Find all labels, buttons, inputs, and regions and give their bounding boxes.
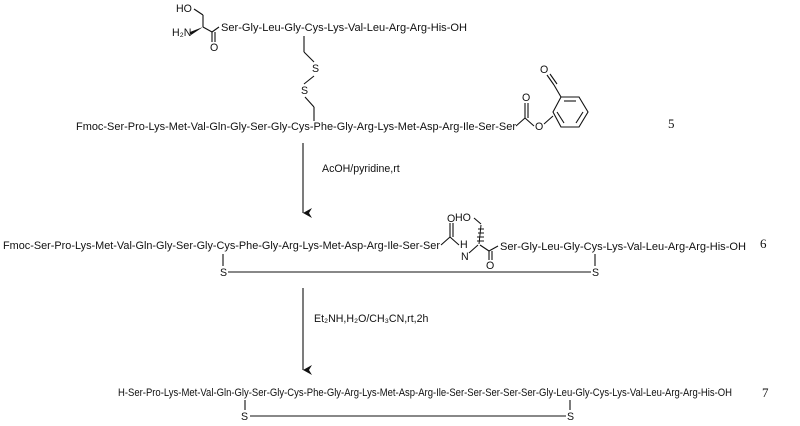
aldehyde-bond [549,73,558,85]
bond [553,84,562,98]
compound-number: 7 [762,385,769,400]
sulfur-label: S [592,267,599,279]
upper-peptide-chain: Ser-Gly-Leu-Gly-Cys-Lys-Val-Leu-Arg-Arg-… [221,22,467,34]
hydroxyl-label: HO [455,212,471,224]
aldehyde-bond [546,74,555,86]
bond [473,217,482,225]
bond [193,8,204,16]
carbonyl-oxygen-label: O [210,42,218,54]
peptide-chain: H-Ser-Pro-Lys-Met-Val-Gln-Gly-Ser-Gly-Cy… [118,387,732,399]
carbonyl-oxygen-label: O [486,260,494,272]
left-peptide-chain: Fmoc-Ser-Pro-Lys-Met-Val-Gln-Gly-Ser-Gly… [3,240,440,252]
aromatic-bond [556,111,565,124]
aromatic-bond [575,111,584,124]
sulfur-label: S [301,85,308,97]
bond [303,75,315,85]
bond [449,236,460,246]
bond [515,117,526,127]
bond [304,96,315,108]
wedge-bond [190,27,203,35]
compound-6: Fmoc-Ser-Pro-Lys-Met-Val-Gln-Gly-Ser-Gly… [3,212,767,279]
compound-7: H-Ser-Pro-Lys-Met-Val-Gln-Gly-Ser-Gly-Cy… [118,385,769,423]
bond [202,26,213,33]
reaction-step-1: AcOH/pyridine,rt [302,143,400,218]
sulfur-label: S [567,411,574,423]
bond [468,244,479,254]
reaction-step-2: Et₂NH,H₂O/CH₃CN,rt,2h [302,288,428,375]
lower-peptide-chain: Fmoc-Ser-Pro-Lys-Met-Val-Gln-Gly-Ser-Gly… [76,121,516,133]
reaction-conditions: AcOH/pyridine,rt [322,163,400,175]
aldehyde-oxygen-label: O [540,64,548,76]
amide-oxygen-label: O [447,213,455,225]
bond [488,245,499,252]
hydroxyl-label: HO [176,3,192,15]
sulfur-label: S [220,267,227,279]
compound-5: HO H₂N O Ser-Gly-Leu-Gly-Cys-Lys-Val-Leu… [76,3,675,133]
nh-nitrogen-label: N [461,251,469,263]
bond [543,115,554,125]
bond [479,244,490,252]
nh-hydrogen-label: H [460,239,468,251]
amine-label: H₂N [172,27,191,39]
reaction-conditions: Et₂NH,H₂O/CH₃CN,rt,2h [314,313,428,325]
ester-carbonyl-oxygen-label: O [522,92,530,104]
right-peptide-chain: Ser-Gly-Leu-Gly-Cys-Lys-Val-Leu-Arg-Arg-… [500,241,746,253]
sulfur-label: S [312,63,319,75]
compound-number: 6 [760,236,767,251]
bond [303,51,315,63]
bond [524,117,535,127]
bond [440,236,451,246]
bond [211,26,220,33]
compound-number: 5 [668,116,675,131]
sulfur-label: S [241,411,248,423]
ester-oxygen-label: O [535,121,543,133]
hashed-bond [477,224,484,245]
benzene-ring [552,96,589,128]
